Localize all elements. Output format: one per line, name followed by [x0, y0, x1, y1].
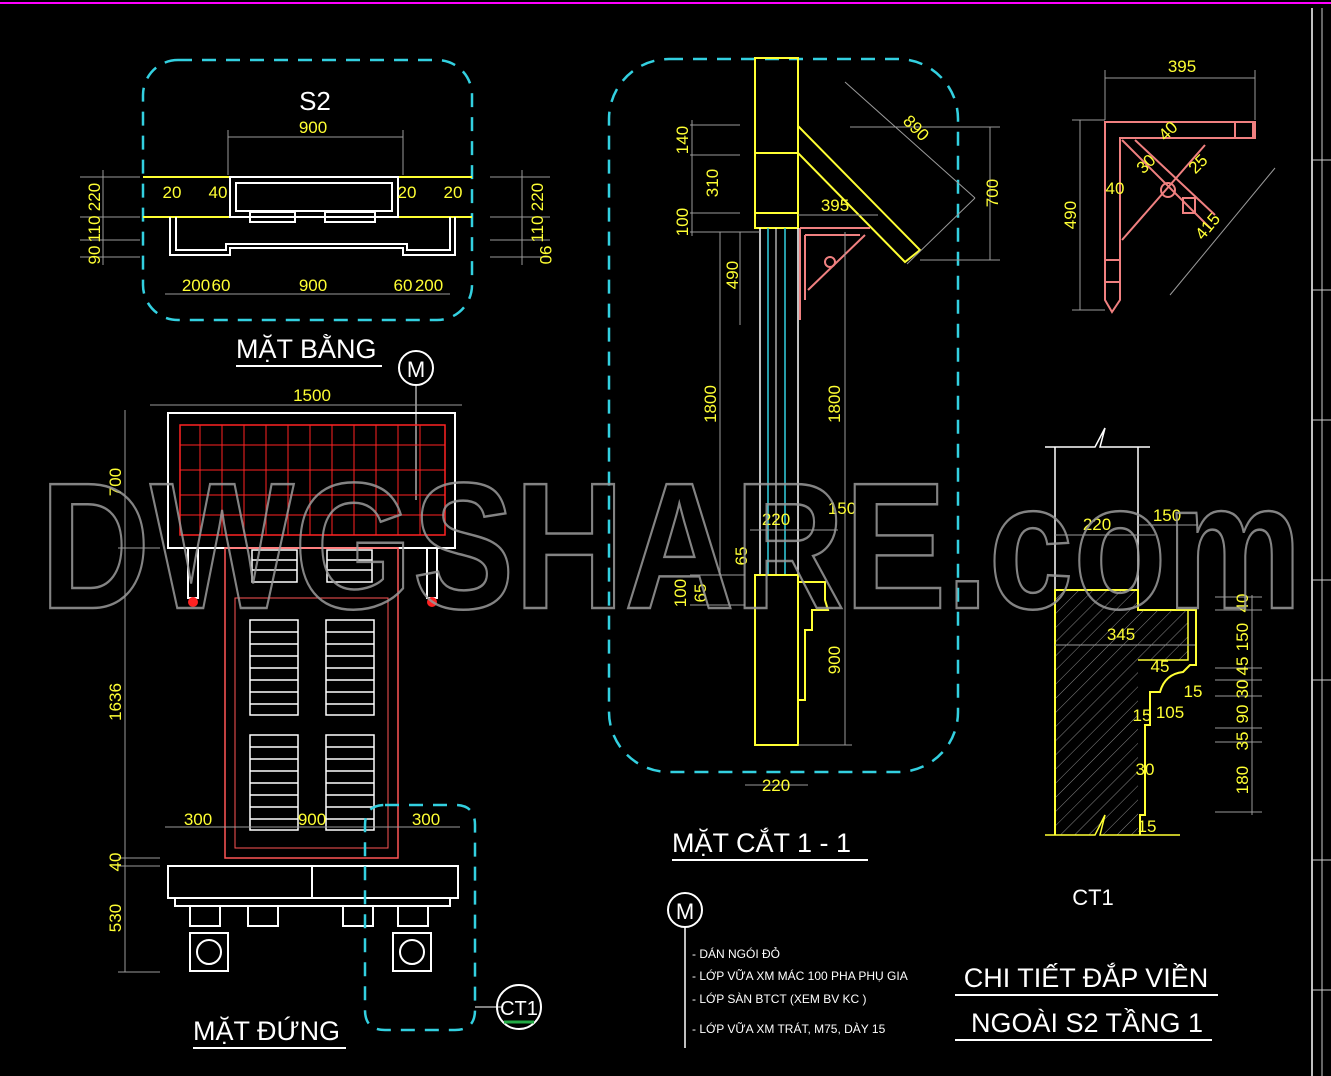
- dim-label: 1800: [701, 385, 720, 423]
- dim-label: 1636: [106, 683, 125, 721]
- dim-label: 345: [1107, 625, 1135, 644]
- dim-label: 140: [673, 126, 692, 154]
- marker-m[interactable]: M: [398, 350, 434, 500]
- legend-marker: M: [676, 899, 694, 924]
- louvered-shutters: [249, 549, 375, 831]
- dim-label: 25: [1185, 151, 1212, 178]
- legend-item: - DÁN NGÓI ĐỎ: [692, 946, 780, 961]
- dim-label: 490: [723, 261, 742, 289]
- dim-label: 490: [1061, 201, 1080, 229]
- dim-label: 40: [209, 183, 228, 202]
- watermark: DWGSHARE.com: [40, 446, 1302, 647]
- dim-label: 40: [106, 853, 125, 872]
- roof-tiles: [180, 425, 445, 535]
- dim-label: 220: [85, 183, 104, 211]
- dim-label: 150: [1153, 506, 1181, 525]
- material-legend: M - DÁN NGÓI ĐỎ - LỚP VỮA XM MÁC 100 PHA…: [667, 892, 908, 1048]
- legend-item: - LỚP VỮA XM TRÁT, M75, DÀY 15: [692, 1021, 886, 1036]
- sheet-title: CHI TIẾT ĐẮP VIỀN NGOÀI S2 TẦNG 1: [955, 962, 1218, 1041]
- dim-label: 220: [528, 183, 547, 211]
- dim-label: 45: [1233, 657, 1252, 676]
- dim-label: 100: [673, 208, 692, 236]
- dim-label: 90: [1233, 705, 1252, 724]
- ct1-callout-marker[interactable]: CT1: [496, 984, 542, 1030]
- ct1-callout-boundary: [363, 803, 477, 1032]
- dim-label: 20: [398, 183, 417, 202]
- dim-label: 110: [528, 215, 547, 242]
- dim-label: 395: [821, 196, 849, 215]
- plan-tag: S2: [299, 86, 331, 116]
- ct1-callout-label: CT1: [500, 998, 538, 1020]
- dim-label: 90: [85, 246, 104, 265]
- ct1-label: CT1: [1072, 885, 1114, 910]
- dim-label: 60: [394, 276, 413, 295]
- dim-label: 1800: [825, 385, 844, 423]
- bracket-detail: 395 40 30 40 25 490 415: [1061, 57, 1276, 314]
- bracket-section: [799, 227, 870, 320]
- elevation-view: M 1500 300 900 300: [106, 350, 542, 1049]
- dim-label: 300: [184, 810, 212, 829]
- dim-label: 30: [1233, 680, 1252, 699]
- dim-label: 15: [1184, 682, 1203, 701]
- dim-label: 300: [412, 810, 440, 829]
- dim-label: 310: [703, 169, 722, 197]
- dim-label: 110: [85, 215, 104, 242]
- legend-item: - LỚP SÀN BTCT (XEM BV KC ): [692, 991, 867, 1006]
- marker-m-label: M: [407, 357, 425, 382]
- dim-label: 60: [212, 276, 231, 295]
- dim-label: 220: [762, 776, 790, 795]
- plan-title: MẶT BẰNG: [236, 333, 377, 364]
- dim-label: 220: [762, 510, 790, 529]
- dim-label: 220: [1083, 515, 1111, 534]
- elevation-title: MẶT ĐỨNG: [193, 1015, 340, 1046]
- dim-label: 530: [106, 904, 125, 932]
- dim-label: 1500: [293, 386, 331, 405]
- dim-label: 100: [671, 579, 690, 607]
- sheet-title-line2: NGOÀI S2 TẦNG 1: [971, 1007, 1203, 1038]
- dim-label: 700: [106, 468, 125, 496]
- dim-label: 105: [1156, 703, 1184, 722]
- dim-label: 700: [983, 179, 1002, 207]
- dim-label: 150: [1233, 623, 1252, 651]
- sheet-title-line1: CHI TIẾT ĐẮP VIỀN: [964, 962, 1209, 993]
- dim-label: 30: [1136, 760, 1155, 779]
- ct1-detail: 220 150 345 45 15 105 15 30 15 40 150 45…: [1045, 427, 1262, 910]
- dim-label: 65: [732, 547, 751, 566]
- section-boundary: [607, 57, 960, 774]
- dim-label: 890: [899, 111, 932, 144]
- dim-label: 150: [828, 499, 856, 518]
- dim-label: 90: [536, 246, 555, 265]
- dim-label: 900: [825, 646, 844, 674]
- section-title: MẶT CẮT 1 - 1: [672, 827, 851, 858]
- dim-label: 15: [1133, 706, 1152, 725]
- dim-label: 900: [299, 276, 327, 295]
- dim-label: 200: [415, 276, 443, 295]
- dim-label: 200: [182, 276, 210, 295]
- plan-view: S2 900 20 40 20 20 220 110 90 220 110 90…: [80, 58, 555, 367]
- dim-label: 40: [1233, 594, 1252, 613]
- dim-label: 65: [691, 584, 710, 603]
- dim-label: 900: [299, 118, 327, 137]
- dim-label: 20: [163, 183, 182, 202]
- section-view: 140 310 100 890 395 700 490 1800 1800 22…: [607, 57, 1002, 861]
- dim-label: 20: [444, 183, 463, 202]
- dim-label: 395: [1168, 57, 1196, 76]
- dim-label: 180: [1233, 766, 1252, 794]
- dim-label: 40: [1106, 179, 1125, 198]
- plan-boundary: [141, 58, 474, 322]
- dim-label: 900: [298, 810, 326, 829]
- dim-label: 35: [1233, 732, 1252, 751]
- dim-label: 15: [1138, 817, 1157, 836]
- dim-label: 45: [1151, 657, 1170, 676]
- legend-item: - LỚP VỮA XM MÁC 100 PHA PHỤ GIA: [692, 968, 908, 983]
